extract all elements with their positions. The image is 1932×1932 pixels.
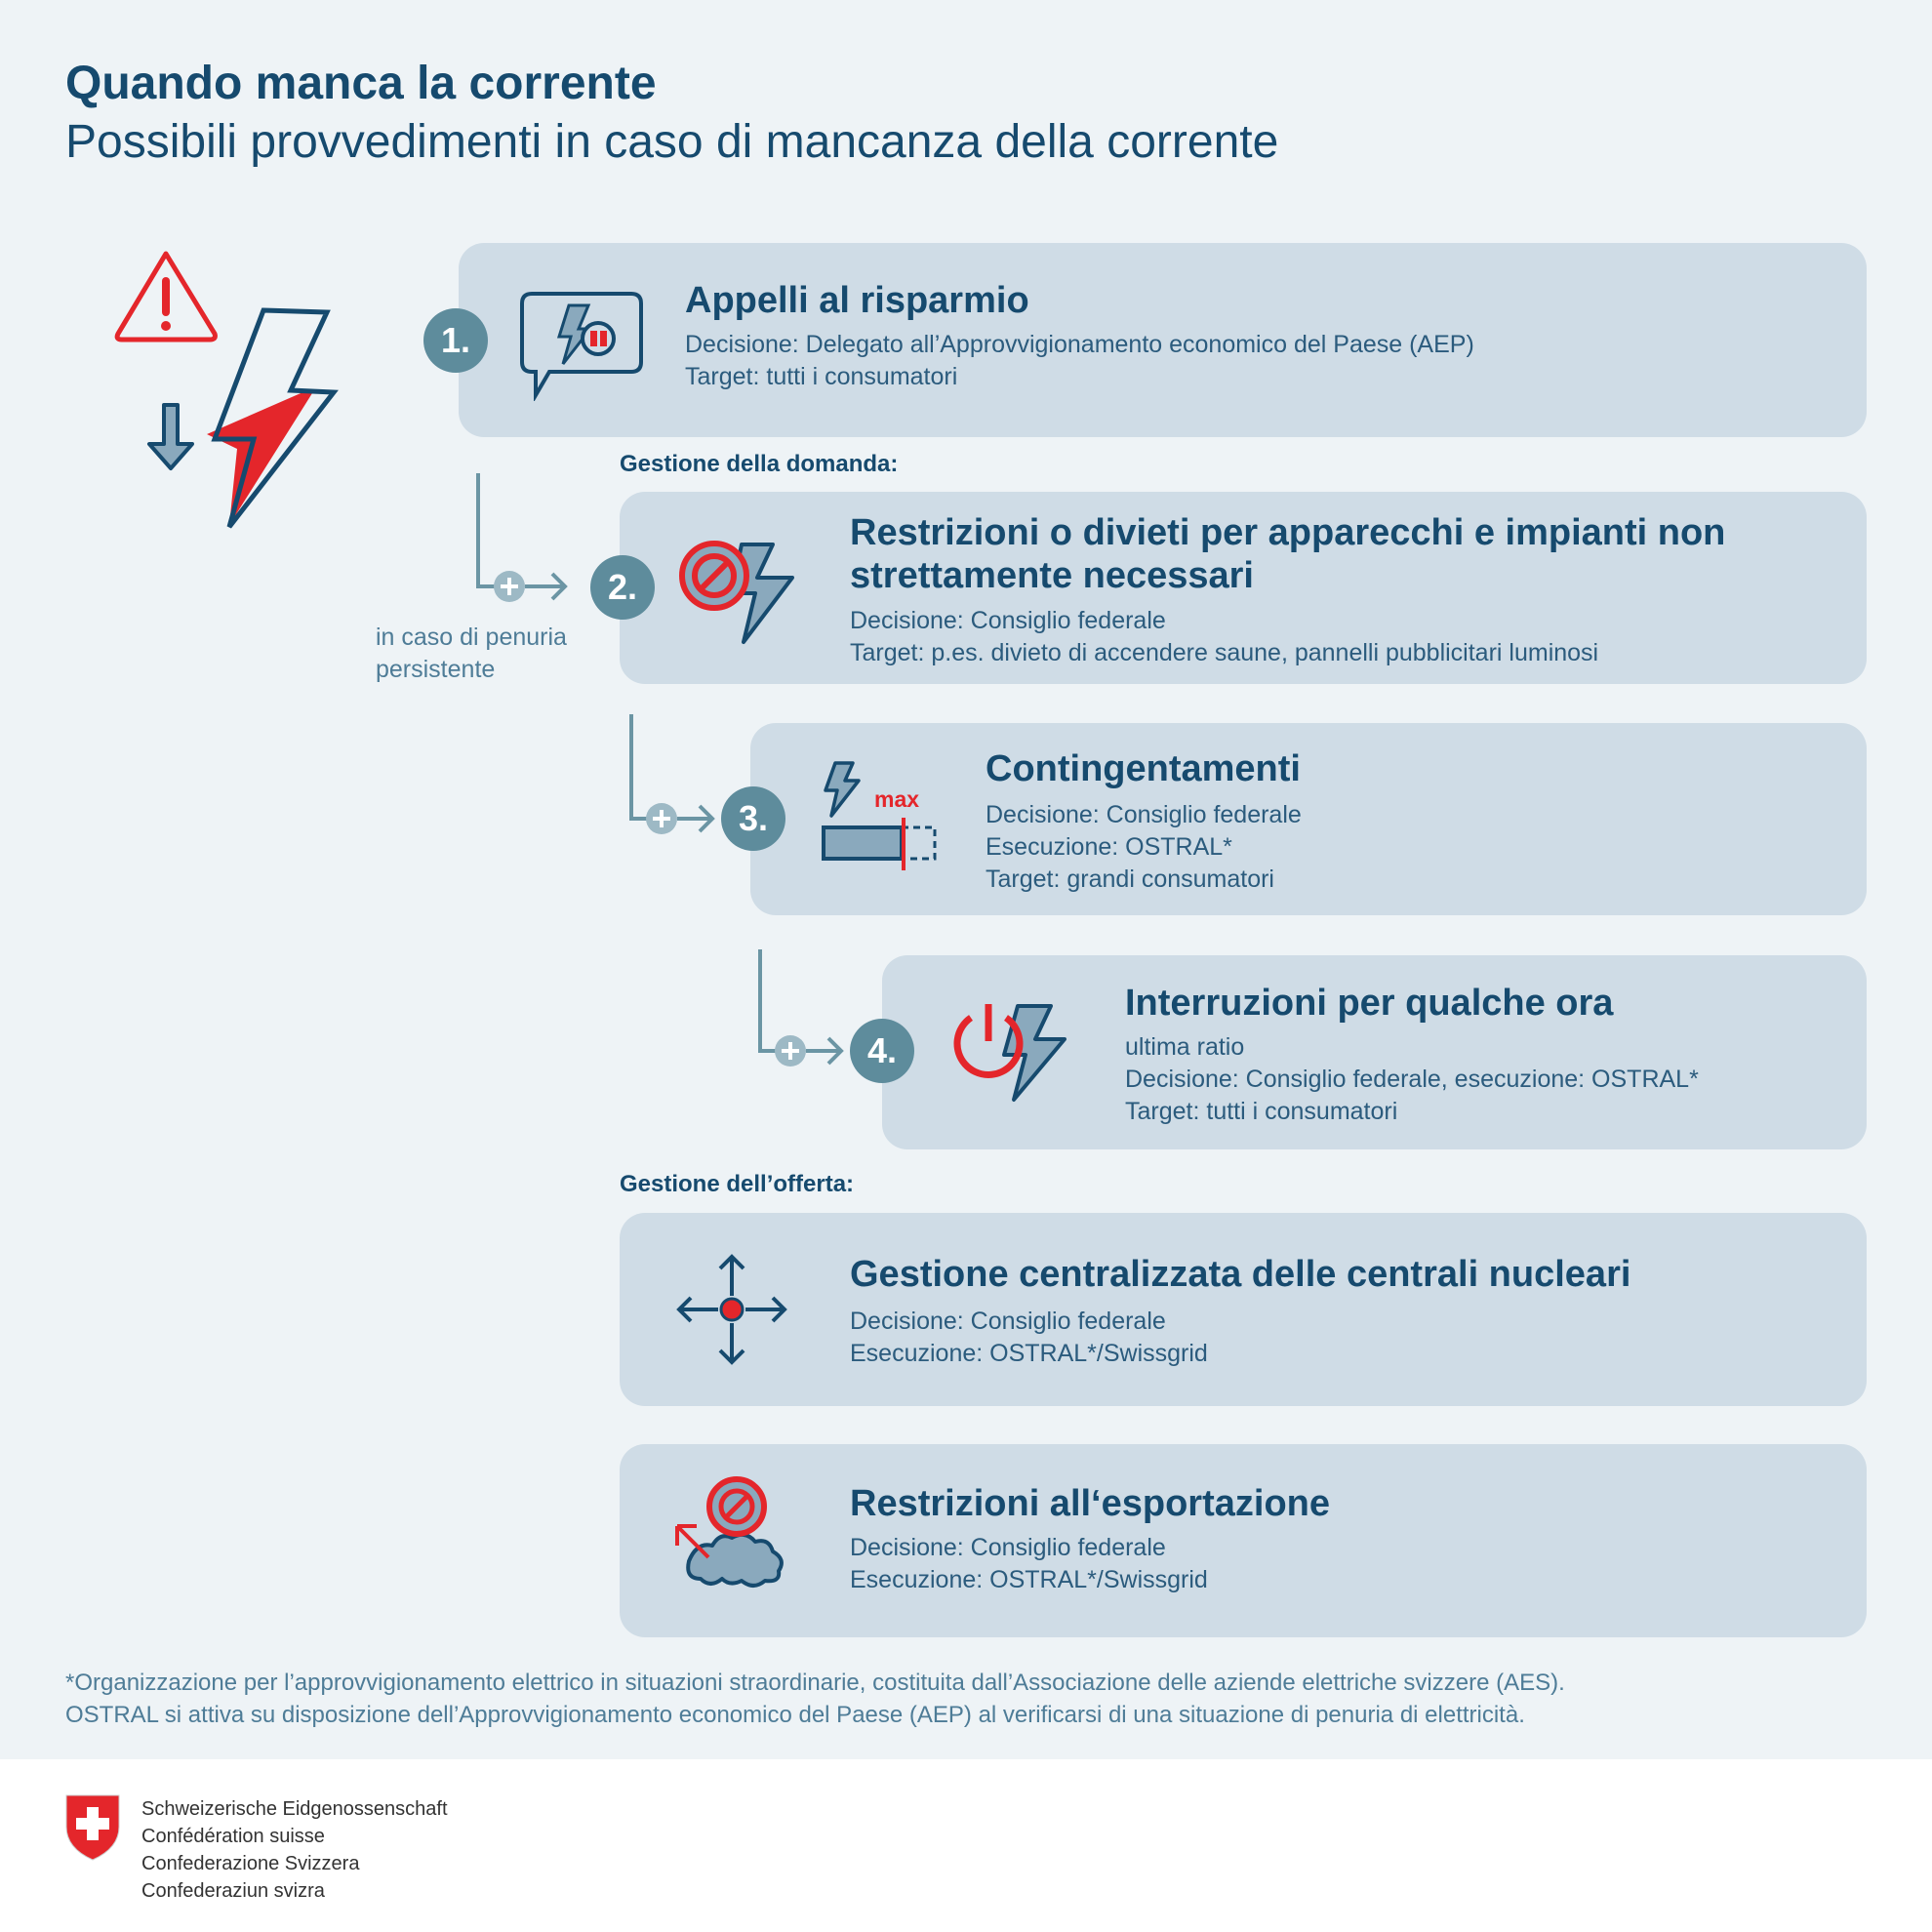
measure-target: Target: tutti i consumatori (685, 363, 958, 390)
measure-decision: Decisione: Consiglio federale (850, 1534, 1166, 1561)
footnote: *Organizzazione per l’approvvigionamento… (65, 1667, 1565, 1731)
power-bolt-icon (953, 1004, 1067, 1102)
max-label: max (874, 786, 920, 812)
step-number-2: 2. (590, 555, 655, 620)
measure-target: Target: tutti i consumatori (1125, 1098, 1398, 1125)
measure-target: Target: grandi consumatori (986, 865, 1274, 893)
logo-line: Confederaziun svizra (141, 1880, 325, 1902)
measure-card-restrictions (620, 492, 1867, 684)
escalation-connector-2-3 (629, 714, 715, 834)
title-line: Restrizioni o divieti per apparecchi e i… (850, 512, 1726, 553)
measure-decision: Decisione: Delegato all’Approvvigionamen… (685, 331, 1474, 358)
logo-line: Confederazione Svizzera (141, 1853, 360, 1874)
measure-note: ultima ratio (1125, 1033, 1245, 1061)
measure-decision: Decisione: Consiglio federale (850, 607, 1166, 634)
measure-title: Interruzioni per qualche ora (1125, 983, 1614, 1024)
measure-target: Target: p.es. divieto di accendere saune… (850, 639, 1599, 666)
page-subtitle: Possibili provvedimenti in caso di manca… (65, 116, 1279, 168)
note-line: in caso di penuria (376, 624, 567, 651)
step-number-1: 1. (423, 308, 488, 373)
measure-title: Contingentamenti (986, 748, 1301, 789)
escalation-connector-1-2 (476, 473, 568, 602)
section-label-supply: Gestione dell’offerta: (620, 1171, 855, 1197)
step-number-3: 3. (721, 786, 785, 851)
measure-card-nuclear (620, 1213, 1867, 1406)
federal-administration-label: Schweizerische Eidgenossenschaft Confédé… (141, 1795, 448, 1905)
measure-decision: Decisione: Consiglio federale (850, 1308, 1166, 1335)
escalation-connector-3-4 (758, 949, 844, 1067)
footnote-line: OSTRAL si attiva su disposizione dell’Ap… (65, 1702, 1525, 1728)
measure-execution: Esecuzione: OSTRAL*/Swissgrid (850, 1566, 1208, 1593)
measure-card-quotas (750, 723, 1867, 915)
section-label-demand: Gestione della domanda: (620, 451, 899, 477)
measure-card-saving-appeals (459, 243, 1867, 437)
export-ban-icon (675, 1476, 784, 1588)
swiss-coat-of-arms-logo (65, 1794, 120, 1861)
footnote-line: *Organizzazione per l’approvvigionamento… (65, 1670, 1565, 1696)
step-number-4: 4. (850, 1019, 914, 1083)
measure-decision: Decisione: Consiglio federale (986, 801, 1302, 828)
measure-execution: Esecuzione: OSTRAL* (986, 833, 1232, 861)
page-title: Quando manca la corrente (65, 58, 657, 109)
measure-title: Gestione centralizzata delle centrali nu… (850, 1254, 1631, 1295)
speech-bubble-bolt-icon (520, 292, 643, 401)
quota-max-icon (822, 761, 937, 870)
measure-title: Restrizioni all‘esportazione (850, 1483, 1330, 1524)
persistent-shortage-note: in caso di penuria persistente (376, 622, 567, 686)
measure-decision: Decisione: Consiglio federale, esecuzion… (1125, 1066, 1699, 1093)
logo-line: Schweizerische Eidgenossenschaft (141, 1798, 448, 1820)
prohibited-bolt-icon (679, 541, 794, 644)
measure-card-export (620, 1444, 1867, 1637)
power-shortage-icon (114, 251, 339, 529)
measure-execution: Esecuzione: OSTRAL*/Swissgrid (850, 1340, 1208, 1367)
central-arrows-icon (676, 1254, 787, 1365)
logo-line: Confédération suisse (141, 1826, 325, 1847)
title-line: strettamente necessari (850, 555, 1254, 596)
measure-title: Appelli al risparmio (685, 280, 1029, 321)
note-line: persistente (376, 656, 496, 683)
measure-title: Restrizioni o divieti per apparecchi e i… (850, 511, 1725, 597)
